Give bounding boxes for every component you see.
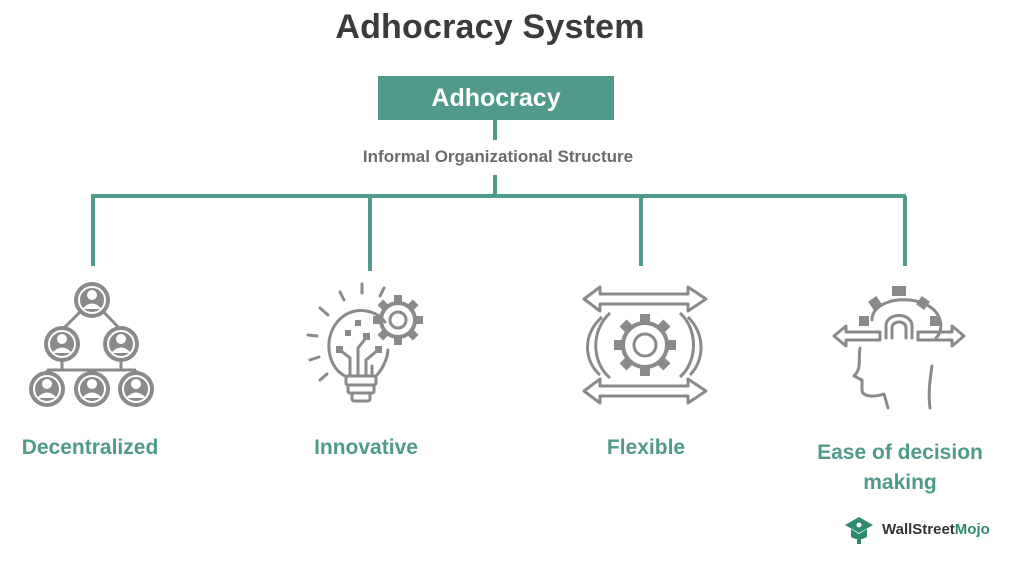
branch-label-decentralized: Decentralized [21, 436, 159, 459]
watermark-text-main: WallStreet [882, 520, 955, 538]
branch-label-flexible: Flexible [606, 436, 686, 459]
lightbulb-gear-icon [306, 282, 423, 403]
branch-label-innovative: Innovative [314, 436, 418, 459]
mojo-logo-icon [845, 517, 873, 544]
branch-label-ease-of-decision-making: Ease of decision making [817, 441, 983, 494]
org-hierarchy-icon [29, 282, 154, 407]
head-gear-arrows-icon [832, 286, 966, 410]
gear-cycle-arrows-icon [582, 285, 708, 405]
diagram-title: Adhocracy System [335, 8, 645, 46]
root-node: Adhocracy [378, 76, 614, 120]
watermark-text: WallStreetMojo [882, 521, 990, 538]
watermark-logo: WallStreetMojo [842, 513, 1012, 545]
root-sublabel: Informal Organizational Structure [362, 147, 634, 166]
root-node-label: Adhocracy [431, 83, 561, 112]
watermark-text-accent: Mojo [954, 520, 990, 538]
